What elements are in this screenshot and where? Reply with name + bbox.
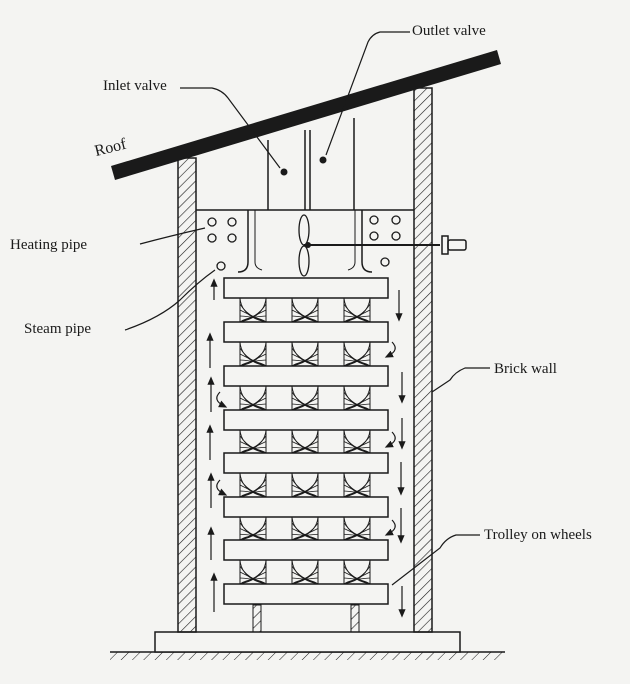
ground (110, 651, 505, 660)
outlet-valve-label: Outlet valve (412, 23, 486, 39)
product-block (239, 429, 267, 454)
airflow-turn-arrow (216, 391, 228, 408)
tray (223, 452, 389, 474)
brick-wall-right (413, 87, 433, 633)
top-plenum (196, 209, 467, 277)
steam-pipe-label: Steam pipe (24, 321, 92, 337)
product-block (291, 429, 319, 454)
brick-wall-label: Brick wall (494, 361, 557, 377)
product-block (239, 559, 267, 585)
tray-stack (223, 277, 389, 605)
airflow-turn-arrow (384, 431, 396, 448)
product-block (239, 297, 267, 323)
tray (223, 277, 389, 299)
brick-wall-left (177, 157, 197, 633)
tray (223, 409, 389, 431)
product-block (343, 472, 371, 498)
outlet-valve (319, 156, 327, 164)
product-block (239, 472, 267, 498)
product-block (343, 516, 371, 541)
airflow-turn-arrow (216, 479, 228, 496)
roof (111, 50, 501, 180)
heating-pipe-label: Heating pipe (10, 237, 88, 253)
product-block (239, 341, 267, 367)
product-block (291, 559, 319, 585)
product-block (291, 385, 319, 411)
valve-ducts (267, 118, 355, 210)
product-block (343, 341, 371, 367)
product-block (291, 341, 319, 367)
product-block (343, 385, 371, 411)
tray (223, 539, 389, 561)
tray (223, 365, 389, 387)
airflow-arrows (206, 278, 406, 618)
product-block (343, 297, 371, 323)
tray (223, 321, 389, 343)
airflow-turn-arrow (384, 341, 396, 358)
product-block (239, 385, 267, 411)
steam-pipe (216, 261, 226, 271)
airflow-turn-arrow (384, 519, 396, 536)
product-block (291, 472, 319, 498)
leader-lines (124, 31, 490, 586)
product-block (291, 516, 319, 541)
trolley-label: Trolley on wheels (484, 527, 592, 543)
fan (298, 214, 467, 277)
product-block (239, 516, 267, 541)
base-slab (154, 631, 461, 653)
tray (223, 583, 389, 605)
product-block (291, 297, 319, 323)
inlet-valve-label: Inlet valve (103, 78, 167, 94)
tray (223, 496, 389, 518)
product-block (343, 429, 371, 454)
product-block (343, 559, 371, 585)
trolley-wheels (252, 604, 360, 633)
inlet-valve (280, 168, 288, 176)
